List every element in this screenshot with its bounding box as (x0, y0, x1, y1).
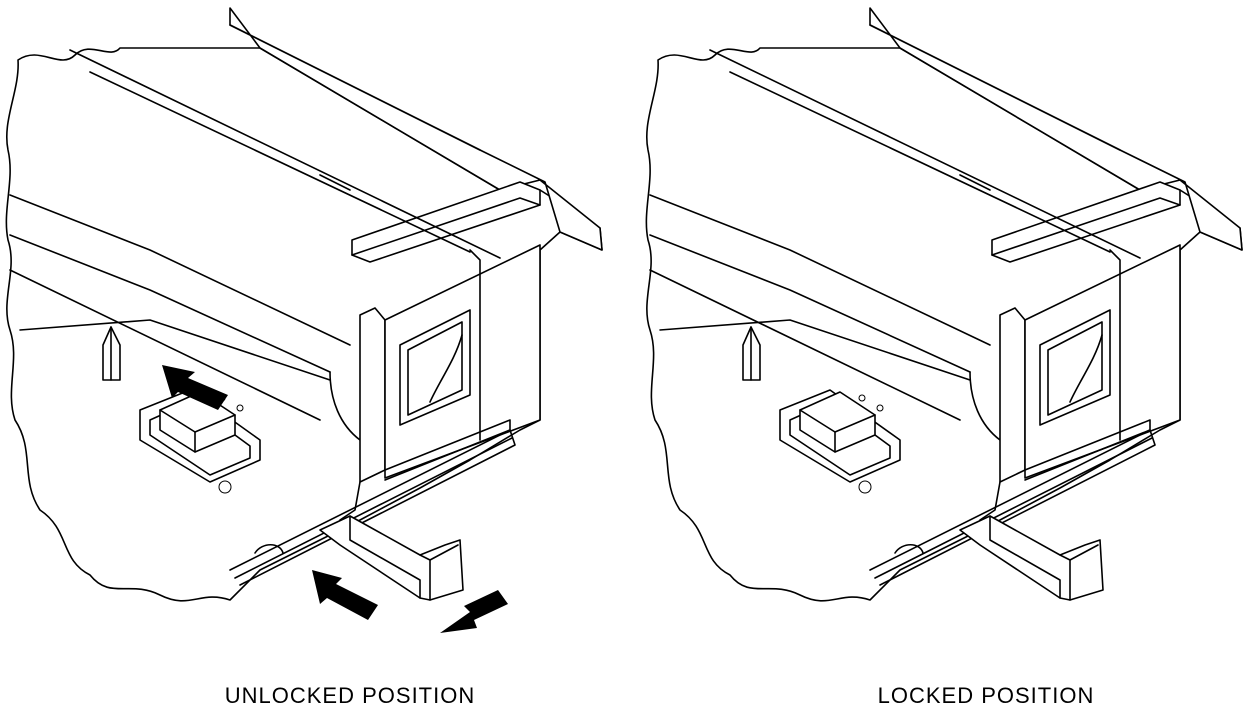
unlocked-caption: UNLOCKED POSITION (224, 683, 476, 708)
arrow-lower-left (312, 570, 378, 620)
locked-caption: LOCKED POSITION (877, 683, 1095, 708)
arrow-lower-right (440, 590, 508, 633)
locked-assembly (645, 7, 1243, 602)
unlocked-assembly (5, 7, 603, 602)
arrow-upper (162, 365, 228, 410)
